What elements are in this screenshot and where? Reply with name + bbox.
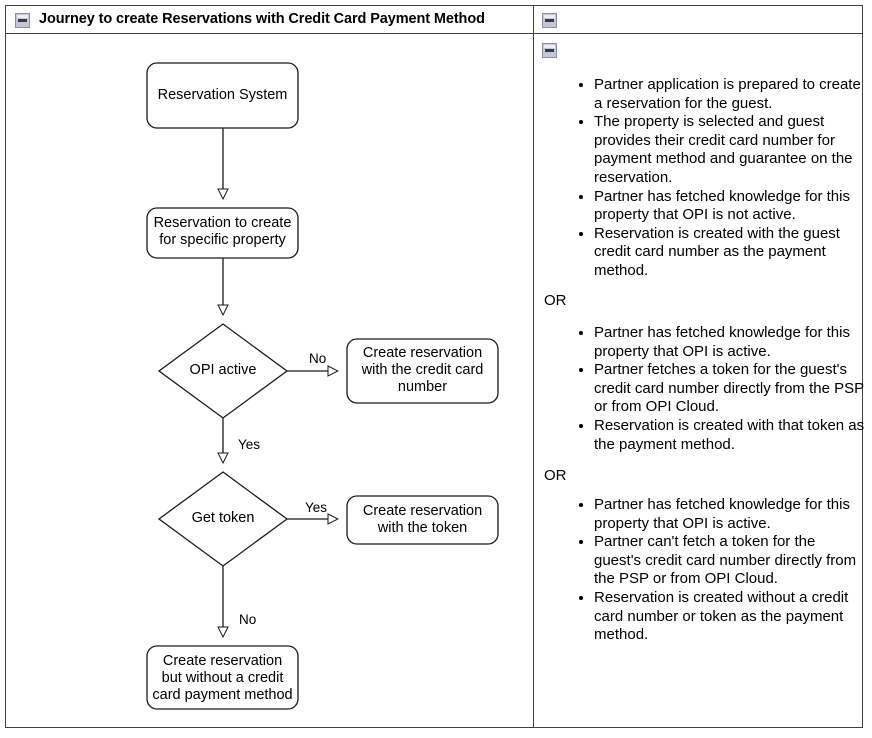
bullet-list: Partner application is prepared to creat… bbox=[576, 76, 864, 281]
flowchart-pane: Reservation System Reservation to create… bbox=[6, 34, 533, 727]
collapse-minus-icon-right-body[interactable] bbox=[542, 43, 557, 58]
bullet-list: Partner has fetched knowledge for this p… bbox=[576, 324, 864, 454]
node-get-token bbox=[157, 471, 289, 567]
list-item: Partner has fetched knowledge for this p… bbox=[594, 496, 864, 533]
edge-label-token-yes: Yes bbox=[305, 500, 328, 515]
column-divider bbox=[533, 6, 534, 727]
notes-pane: Partner application is prepared to creat… bbox=[534, 34, 864, 727]
node-reservation-to-create bbox=[146, 207, 299, 259]
list-item: Reservation is created with the guest cr… bbox=[594, 225, 864, 281]
collapse-minus-icon[interactable] bbox=[15, 13, 30, 28]
edge-label-opi-yes: Yes bbox=[238, 437, 261, 452]
list-item: Reservation is created without a credit … bbox=[594, 589, 864, 645]
edge-label-opi-no: No bbox=[309, 351, 327, 366]
list-item: Reservation is created with that token a… bbox=[594, 417, 864, 454]
list-item: Partner application is prepared to creat… bbox=[594, 76, 864, 113]
node-create-with-token bbox=[346, 495, 499, 545]
node-create-without-credit-card bbox=[146, 645, 299, 710]
bullet-list: Partner has fetched knowledge for this p… bbox=[576, 496, 864, 645]
node-reservation-system bbox=[146, 62, 299, 129]
collapse-minus-icon-right-header[interactable] bbox=[542, 13, 557, 28]
list-item: Partner fetches a token for the guest's … bbox=[594, 361, 864, 417]
edge-label-token-no: No bbox=[239, 612, 257, 627]
or-separator-1: OR bbox=[544, 292, 567, 309]
list-item: Partner can't fetch a token for the gues… bbox=[594, 533, 864, 589]
node-create-with-credit-card bbox=[346, 338, 499, 404]
list-item: Partner has fetched knowledge for this p… bbox=[594, 324, 864, 361]
list-item: Partner has fetched knowledge for this p… bbox=[594, 188, 864, 225]
journey-table: Journey to create Reservations with Cred… bbox=[5, 5, 864, 728]
or-separator-2: OR bbox=[544, 467, 567, 484]
page-title: Journey to create Reservations with Cred… bbox=[39, 11, 485, 27]
table-header-row bbox=[6, 6, 862, 34]
node-opi-active bbox=[157, 323, 289, 419]
list-item: The property is selected and guest provi… bbox=[594, 113, 864, 187]
flowchart-svg bbox=[146, 62, 499, 710]
